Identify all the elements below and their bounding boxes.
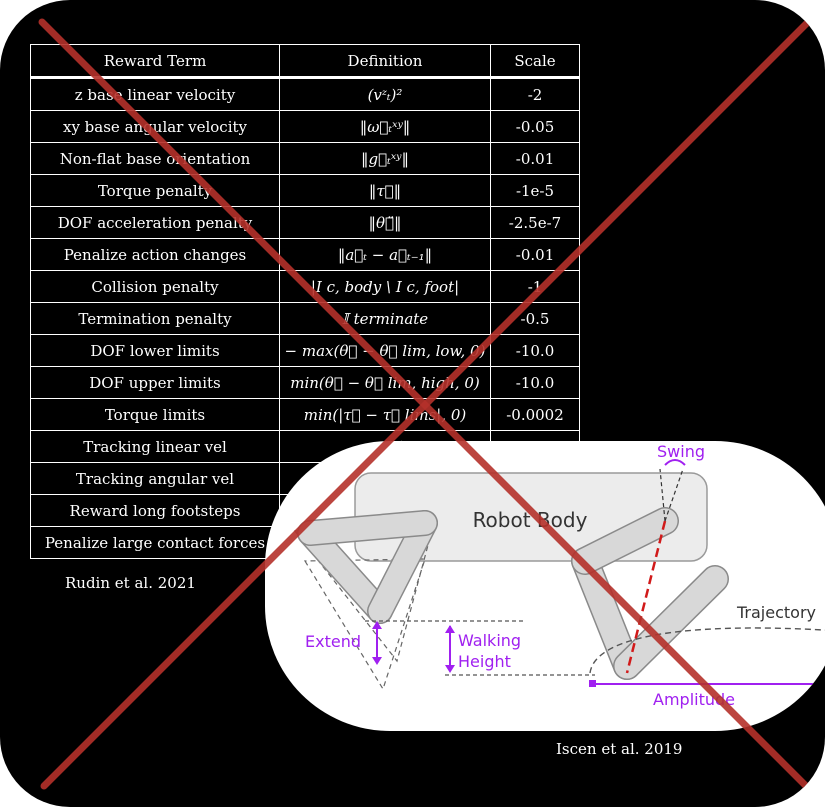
left-leg-top [298,511,437,545]
header-scale: Scale [490,44,580,78]
walking-height-label-line1: Walking [458,631,521,650]
row-definition: ‖θ⃗̈‖ [279,206,491,239]
row-definition: |I c, body \ I c, foot| [279,270,491,303]
extend-arrow-head-down [372,657,382,665]
walking-height-arrow-up [445,625,455,633]
row-term: z base linear velocity [30,77,280,111]
row-scale: -0.0002 [490,398,580,431]
row-scale: -0.01 [490,238,580,271]
row-term: Penalize large contact forces [30,526,280,559]
citation-iscen: Iscen et al. 2019 [556,740,683,758]
table-row: Collision penalty|I c, body \ I c, foot|… [30,270,580,303]
row-term: Tracking angular vel [30,462,280,495]
row-term: Torque penalty [30,174,280,207]
row-scale: -2 [490,77,580,111]
table-row: xy base angular velocity‖ω⃗ₜˣʸ‖-0.05 [30,110,580,143]
row-term: DOF upper limits [30,366,280,399]
table-row: Non-flat base orientation‖g⃗ₜˣʸ‖-0.01 [30,142,580,175]
trajectory-label: Trajectory [736,603,816,622]
row-scale: -0.01 [490,142,580,175]
row-scale: -2.5e-7 [490,206,580,239]
header-reward-term: Reward Term [30,44,280,78]
amplitude-start-marker [589,680,596,687]
row-definition: (vᶻₜ)² [279,77,491,111]
row-definition: min(|τ⃗ − τ⃗ lims|, 0) [279,398,491,431]
walking-height-label-line2: Height [458,652,511,671]
amplitude-label: Amplitude [653,690,735,709]
table-row: DOF acceleration penalty‖θ⃗̈‖-2.5e-7 [30,206,580,239]
swing-label: Swing [657,442,705,461]
table-row: Penalize action changes‖a⃗ₜ − a⃗ₜ₋₁‖-0.0… [30,238,580,271]
row-scale: -10.0 [490,334,580,367]
row-term: xy base angular velocity [30,110,280,143]
row-term: Reward long footsteps [30,494,280,527]
row-scale: -1 [490,270,580,303]
table-row: Torque penalty‖τ⃗‖-1e-5 [30,174,580,207]
row-definition: ‖a⃗ₜ − a⃗ₜ₋₁‖ [279,238,491,271]
row-scale: -0.5 [490,302,580,335]
row-definition: ‖g⃗ₜˣʸ‖ [279,142,491,175]
row-term: Collision penalty [30,270,280,303]
row-term: Non-flat base orientation [30,142,280,175]
table-row: DOF lower limits− max(θ⃗ − θ⃗ lim, low, … [30,334,580,367]
table-row: z base linear velocity(vᶻₜ)²-2 [30,77,580,111]
row-definition: ‖τ⃗‖ [279,174,491,207]
row-definition: − max(θ⃗ − θ⃗ lim, low, 0) [279,334,491,367]
row-term: DOF lower limits [30,334,280,367]
gait-diagram-svg: Robot Body Extend Walking [293,442,825,709]
table-header-row: Reward Term Definition Scale [30,44,580,78]
gait-diagram: Robot Body Extend Walking [265,441,825,731]
row-definition: ‖ω⃗ₜˣʸ‖ [279,110,491,143]
row-definition: min(θ⃗ − θ⃗ lim, high, 0) [279,366,491,399]
robot-body-label: Robot Body [473,508,588,532]
row-term: Termination penalty [30,302,280,335]
row-definition: 𝕀 terminate [279,302,491,335]
row-scale: -0.05 [490,110,580,143]
row-term: DOF acceleration penalty [30,206,280,239]
row-term: Torque limits [30,398,280,431]
walking-height-arrow-down [445,665,455,673]
extend-label: Extend [305,632,361,651]
row-scale: -10.0 [490,366,580,399]
row-term: Penalize action changes [30,238,280,271]
row-scale: -1e-5 [490,174,580,207]
citation-rudin: Rudin et al. 2021 [65,574,196,592]
row-term: Tracking linear vel [30,430,280,463]
header-definition: Definition [279,44,491,78]
